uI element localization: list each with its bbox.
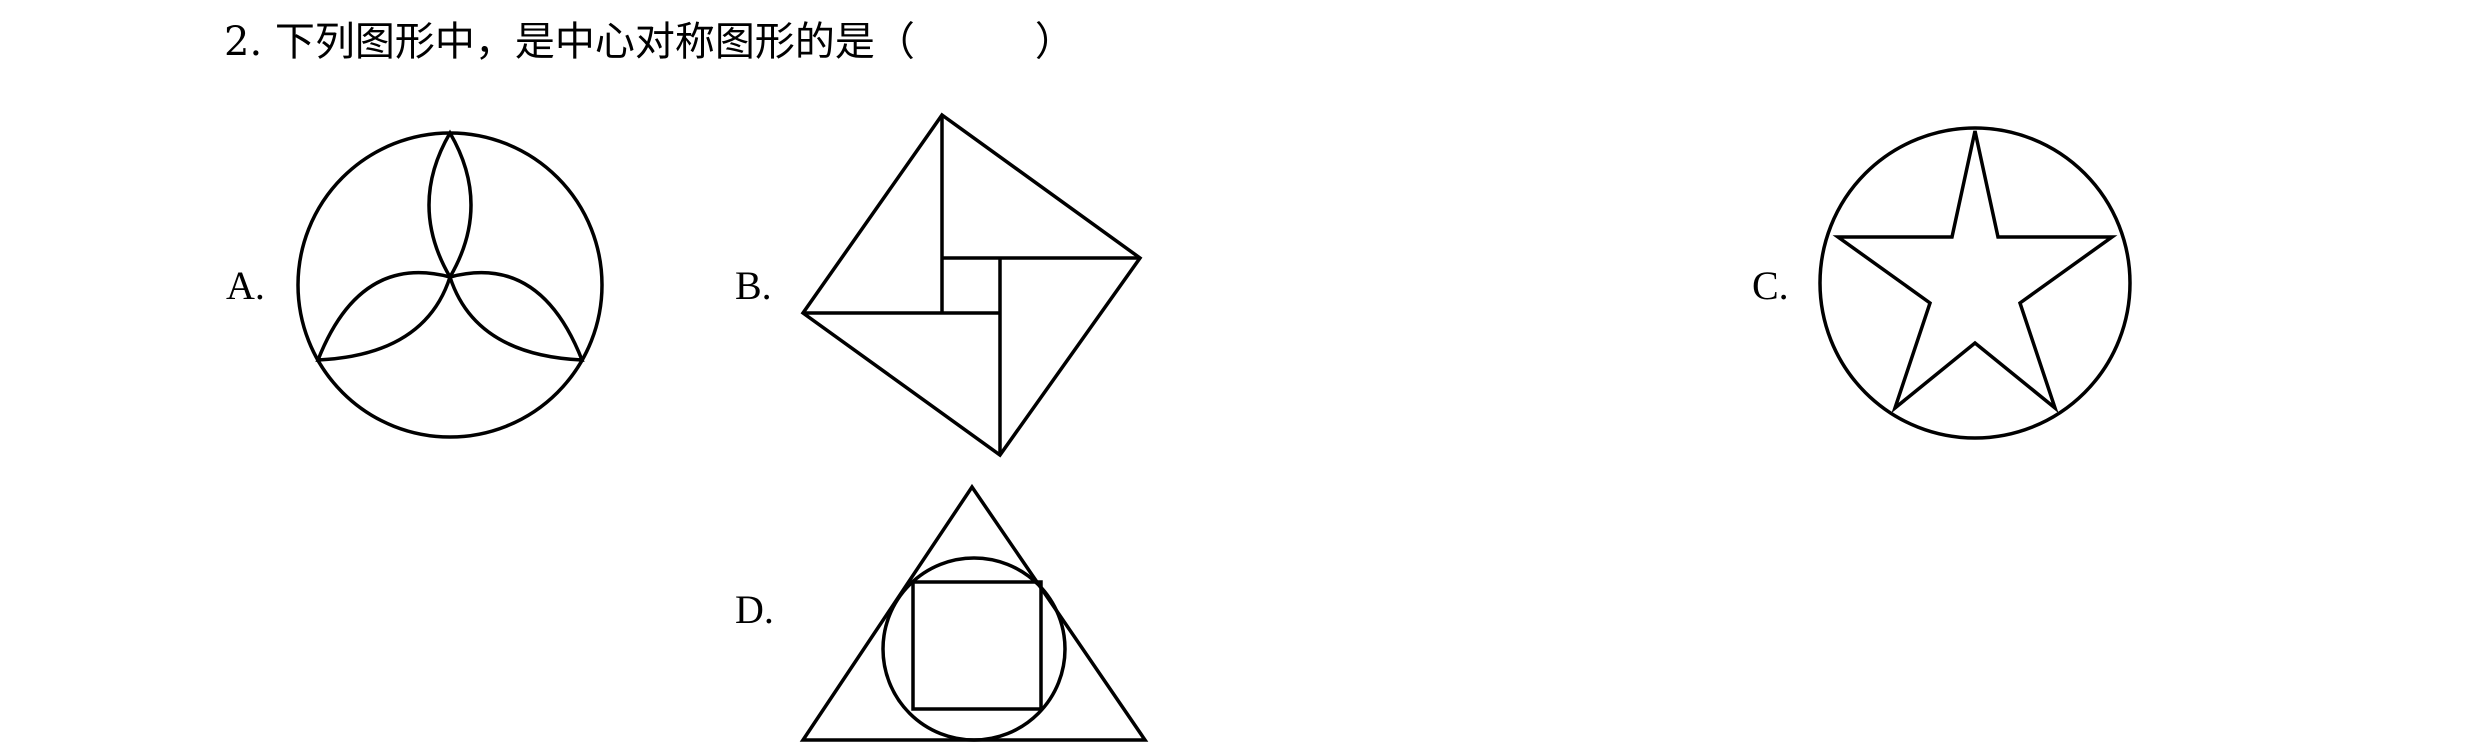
- outer-circle: [296, 131, 604, 439]
- outer-circle: [1818, 126, 2132, 440]
- outer-square: [800, 112, 1143, 458]
- option-c-label: C.: [1752, 263, 1789, 308]
- question-text: 下列图形中，是中心对称图形的是（ ）: [274, 19, 1075, 65]
- question-stem: 2. 下列图形中，是中心对称图形的是（ ）: [224, 14, 1075, 70]
- option-b-label: B.: [735, 263, 772, 308]
- question-number: 2.: [224, 19, 263, 65]
- option-d-label: D.: [735, 587, 774, 632]
- option-c-figure: [1818, 126, 2132, 440]
- five-pointed-star: [1832, 130, 2118, 414]
- lens-right: [447, 270, 585, 362]
- lens-top: [427, 129, 473, 281]
- option-a-figure: [296, 129, 604, 439]
- option-b-figure: [800, 112, 1143, 458]
- option-a-label: A.: [226, 263, 265, 308]
- lens-left: [315, 270, 453, 362]
- option-d-figure: [799, 483, 1149, 742]
- inscribed-circle: [881, 556, 1067, 742]
- outer-triangle: [799, 483, 1149, 742]
- inscribed-square: [911, 580, 1043, 711]
